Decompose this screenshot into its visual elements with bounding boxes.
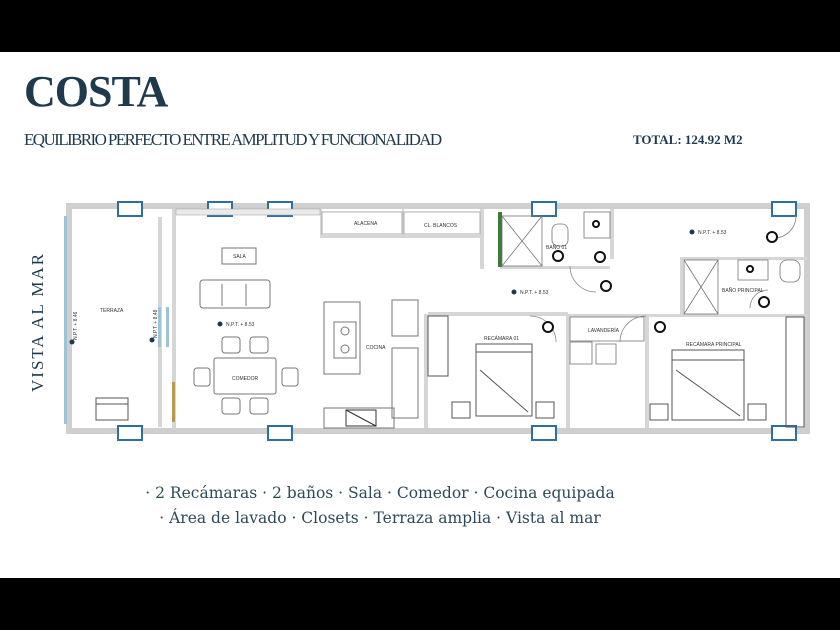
accent-wall — [498, 212, 502, 267]
features-line-1: · 2 Recámaras · 2 baños · Sala · Comedor… — [145, 484, 615, 502]
label-bano-principal: BAÑO PRINCIPAL — [722, 287, 764, 294]
outer-walls — [66, 203, 810, 434]
page-title: COSTA — [24, 67, 168, 116]
label-cl-blancos: CL. BLANCOS — [424, 223, 458, 229]
bed-recamara-01 — [427, 315, 555, 419]
pantry — [321, 211, 403, 235]
dining-set — [193, 336, 299, 415]
bed-master — [649, 316, 805, 428]
total-area: TOTAL: 124.92 M2 — [633, 132, 743, 147]
sofa — [199, 279, 271, 309]
label-lavanderia: LAVANDERÍA — [588, 327, 620, 334]
level-sala: N.P.T. + 8.53 — [226, 322, 255, 328]
label-recamara-01: RECÁMARA 01 — [484, 335, 519, 342]
terrace-door — [172, 382, 175, 422]
features-line-2: · Área de lavado · Closets · Terraza amp… — [159, 509, 601, 527]
level-terraza-2: N.P.T. + 8.48 — [153, 309, 159, 338]
floor-plan: SALA COMEDOR COCINA ALACENA CL. BLANCOS … — [64, 201, 810, 441]
level-bedroom: N.P.T. + 8.53 — [698, 230, 727, 236]
label-terraza: TERRAZA — [100, 308, 124, 314]
label-recamara-principal: RECÁMARA PRINCIPAL — [686, 341, 742, 348]
floorplan-sheet: COSTA EQUILIBRIO PERFECTO ENTRE AMPLITUD… — [0, 52, 840, 578]
terrace-furniture — [95, 397, 129, 421]
level-hall: N.P.T. + 8.53 — [520, 290, 549, 296]
coffee-table — [221, 247, 257, 265]
label-comedor: COMEDOR — [232, 376, 259, 382]
kitchen — [323, 299, 419, 429]
page-subtitle: EQUILIBRIO PERFECTO ENTRE AMPLITUD Y FUN… — [24, 130, 442, 149]
terrace-window-frame — [175, 208, 321, 216]
label-bano-01: BAÑO 01 — [546, 244, 567, 251]
interior-walls — [158, 209, 808, 429]
label-alacena: ALACENA — [354, 221, 378, 227]
light-fixtures — [542, 220, 778, 333]
laundry — [569, 316, 645, 365]
label-sala: SALA — [233, 254, 246, 260]
master-bath — [683, 259, 801, 315]
bathroom-01 — [501, 211, 611, 267]
label-cocina: COCINA — [366, 345, 386, 351]
level-terraza-1: N.P.T. + 8.46 — [73, 311, 79, 340]
glazing — [64, 216, 169, 424]
level-markers — [69, 229, 695, 345]
linen-closet — [403, 211, 481, 235]
